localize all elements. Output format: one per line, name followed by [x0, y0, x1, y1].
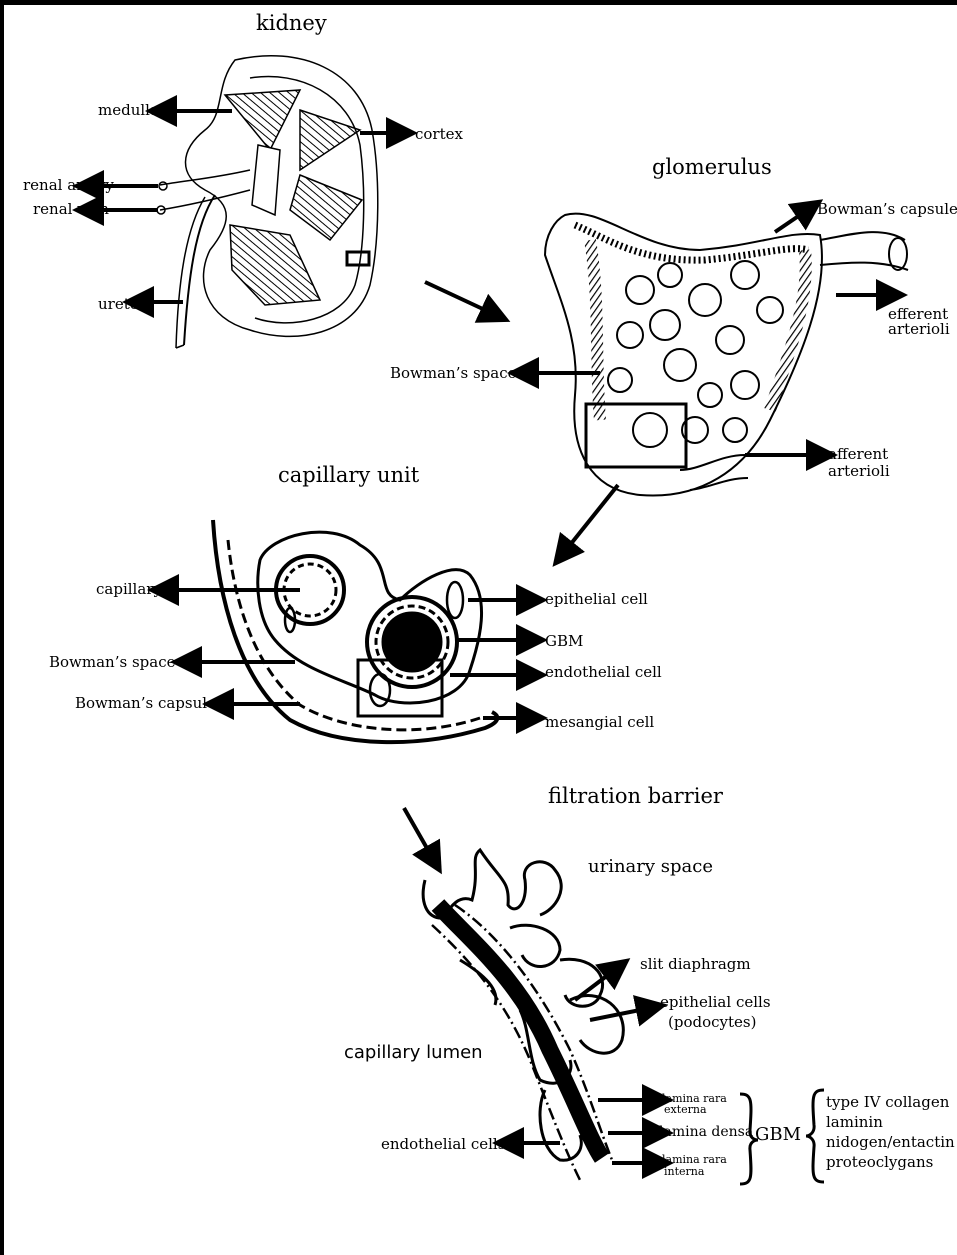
bowmans-capsule-label-glomerulus: Bowman’s capsule — [817, 201, 957, 218]
gbm-label-barrier: GBM — [755, 1125, 801, 1145]
medulla-label: medulla — [98, 102, 159, 119]
efferent-arterioli-label: arterioli — [888, 321, 950, 338]
epithelial-cells-label: epithelial cells — [660, 994, 771, 1011]
glomerulus-title: glomerulus — [652, 156, 772, 179]
gbm-label-capillary: GBM — [545, 633, 583, 650]
epithelial-cell-label: epithelial cell — [545, 591, 648, 608]
components-brace — [806, 1090, 824, 1182]
capillary-unit-title: capillary unit — [278, 464, 419, 487]
bowmans-capsule-label-capillary: Bowman’s capsule — [75, 695, 216, 712]
slit-diaphragm-label: slit diaphragm — [640, 956, 751, 973]
filtration-barrier-title: filtration barrier — [548, 785, 723, 808]
gbm-component-proteoglycans: proteoclygans — [826, 1154, 933, 1171]
afferent-label: afferent — [828, 446, 888, 463]
urinary-space-label: urinary space — [588, 857, 713, 877]
kidney-illustration — [157, 56, 378, 348]
kidney-title: kidney — [256, 12, 327, 35]
lamina-densa-label: lamina densa — [659, 1125, 753, 1140]
renal-artery-label: renal artery — [23, 177, 114, 194]
capillary-label: capillary — [96, 581, 162, 598]
endothelial-cells-label: endothelial cells — [381, 1136, 505, 1153]
mesangial-cell-label: mesangial cell — [545, 714, 654, 731]
bowmans-space-label-capillary: Bowman’s space — [49, 654, 175, 671]
lamina-rara-externa-label-line2: externa — [664, 1104, 707, 1115]
capillary-lumen-label: capillary lumen — [344, 1043, 483, 1063]
cortex-label: cortex — [415, 126, 463, 143]
lamina-rara-interna-label-line2: interna — [664, 1166, 704, 1177]
podocytes-label: (podocytes) — [668, 1014, 756, 1031]
filtration-barrier-illustration — [423, 850, 623, 1180]
gbm-component-nidogen: nidogen/entactin — [826, 1134, 955, 1151]
afferent-arterioli-label: arterioli — [828, 463, 890, 480]
gbm-component-collagen: type IV collagen — [826, 1094, 949, 1111]
ureter-label: ureter — [98, 296, 146, 313]
endothelial-cell-label: endothelial cell — [545, 664, 662, 681]
bowmans-space-label-glomerulus: Bowman’s space — [390, 365, 516, 382]
capillary-unit-illustration — [213, 520, 497, 742]
lamina-rara-interna-label-line1: lamina rara — [662, 1154, 727, 1165]
renal-vein-label: renal vein — [33, 201, 109, 218]
gbm-component-laminin: laminin — [826, 1114, 883, 1131]
